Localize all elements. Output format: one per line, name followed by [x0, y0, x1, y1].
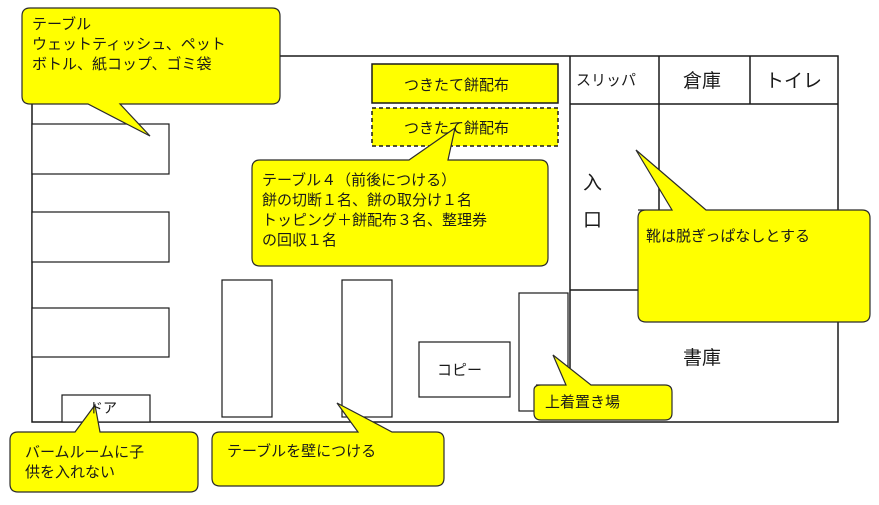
room-slipper-label: スリッパ [576, 71, 637, 89]
callout-table4-line-2: 餅の切断１名、餅の取分け１名 [262, 191, 473, 209]
table-vertical-2 [341, 279, 393, 418]
callout-balm-shape [9, 403, 199, 493]
mochi-table-solid-label: つきたて餅配布 [404, 76, 510, 94]
callout-wall-line-1: テーブルを壁につける [227, 442, 377, 460]
door-box [61, 394, 151, 423]
callout-table4: テーブル４（前後につける） 餅の切断１名、餅の取分け１名 トッピング＋餅配布３名… [262, 170, 487, 250]
table-vertical-1 [221, 279, 273, 418]
callout-table4-line-1: テーブル４（前後につける） [262, 171, 457, 189]
callout-shoes-line-1: 靴は脱ぎっぱなしとする [646, 227, 810, 245]
callout-supplies-shape [21, 7, 281, 137]
room-toilet-label: トイレ [765, 70, 823, 92]
callout-supplies-line-3: ボトル、紙コップ、ゴミ袋 [32, 55, 212, 73]
table-left-3 [31, 307, 170, 358]
copy-machine-box [418, 341, 511, 398]
room-bookroom-label: 書庫 [683, 347, 722, 369]
callout-wall: テーブルを壁につける [227, 441, 376, 461]
callout-coats-shape [533, 354, 673, 421]
mochi-table-dashed-label: つきたて餅配布 [404, 119, 510, 137]
callout-shoes-shape [635, 149, 871, 323]
callout-supplies-line-1: テーブル [32, 15, 92, 33]
callout-shoes: 靴は脱ぎっぱなしとする [646, 226, 810, 246]
callout-supplies-line-2: ウェットティッシュ、ペット [32, 35, 226, 53]
table-left-1 [31, 123, 170, 175]
callout-balm-line-2: 供を入れない [25, 463, 116, 481]
callout-balm: バームルームに子 供を入れない [25, 442, 144, 482]
mochi-table-dashed [371, 107, 559, 147]
callout-coats-line-1: 上着置き場 [545, 393, 621, 411]
entrance-label-1: 入 [583, 172, 603, 194]
callout-table4-line-4: の回収１名 [262, 231, 338, 249]
copy-label: コピー [437, 361, 483, 379]
callout-wall-shape [211, 402, 445, 487]
mochi-table-solid [371, 63, 559, 104]
callout-supplies: テーブル ウェットティッシュ、ペット ボトル、紙コップ、ゴミ袋 [32, 14, 226, 74]
callout-balm-line-1: バームルームに子 [25, 443, 145, 461]
room-storage-label: 倉庫 [683, 70, 722, 92]
callout-coats: 上着置き場 [545, 392, 620, 412]
entrance-label-2: 口 [583, 209, 603, 231]
callout-table4-shape [251, 126, 549, 267]
table-left-2 [31, 211, 170, 263]
callout-table4-line-3: トッピング＋餅配布３名、整理券 [262, 211, 488, 229]
door-label: ドア [89, 401, 117, 417]
